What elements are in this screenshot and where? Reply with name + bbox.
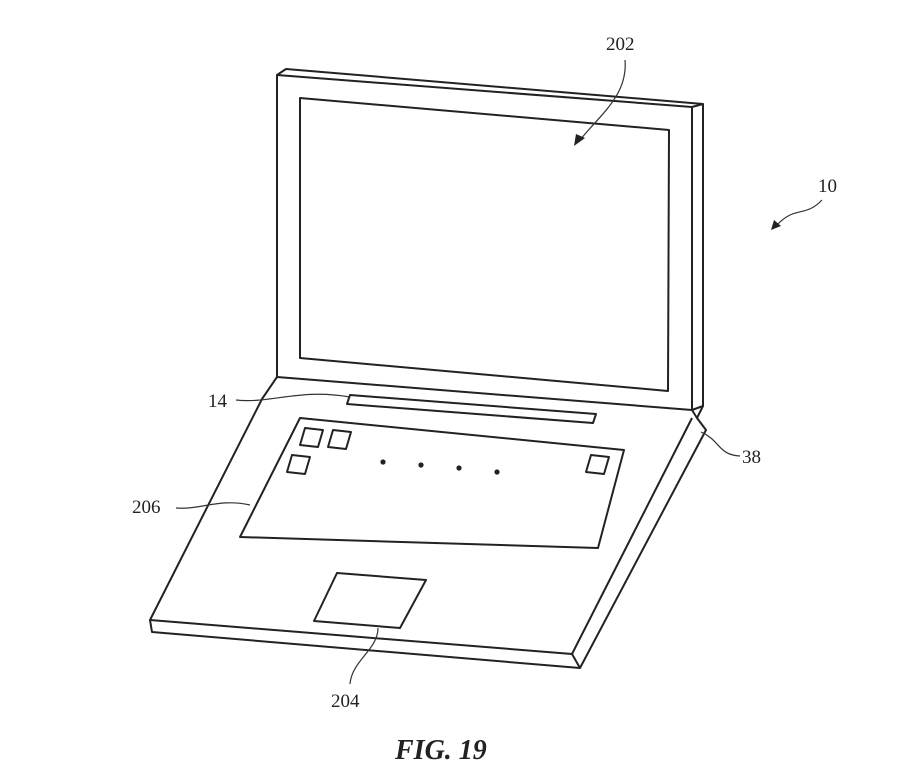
key xyxy=(286,454,311,475)
label-206: 206 xyxy=(132,497,161,518)
lid xyxy=(276,68,704,411)
leader-202 xyxy=(579,59,626,141)
label-10: 10 xyxy=(818,176,837,197)
ellipsis-dot xyxy=(380,459,386,465)
keyboard-region xyxy=(239,417,625,549)
figure-caption: FIG. 19 xyxy=(394,735,487,766)
label-202: 202 xyxy=(606,34,635,55)
leader-38 xyxy=(700,431,741,457)
arrowhead-202 xyxy=(574,134,585,146)
label-14: 14 xyxy=(208,391,228,412)
label-38: 38 xyxy=(742,447,761,468)
leader-10 xyxy=(775,199,823,227)
key xyxy=(327,429,352,450)
lid-side-edge xyxy=(691,104,704,411)
label-204: 204 xyxy=(331,691,360,712)
base xyxy=(149,376,707,669)
key xyxy=(585,454,610,475)
arrowhead-10 xyxy=(771,220,781,230)
base-top-outline xyxy=(149,376,693,655)
lid-front xyxy=(276,74,693,411)
ellipsis-dot xyxy=(418,462,424,468)
base-front-side xyxy=(149,619,581,669)
trackpad xyxy=(313,572,427,629)
ellipsis-dot xyxy=(494,469,500,475)
display-screen xyxy=(299,97,670,392)
leader-lines xyxy=(175,59,823,685)
base-right-side xyxy=(571,417,707,669)
ellipsis-dot xyxy=(456,465,462,471)
key xyxy=(299,427,324,448)
lid-top-edge xyxy=(276,68,704,108)
leader-14 xyxy=(235,393,351,402)
leader-204 xyxy=(349,627,379,685)
speaker-strip xyxy=(346,394,597,424)
leader-206 xyxy=(175,502,251,509)
